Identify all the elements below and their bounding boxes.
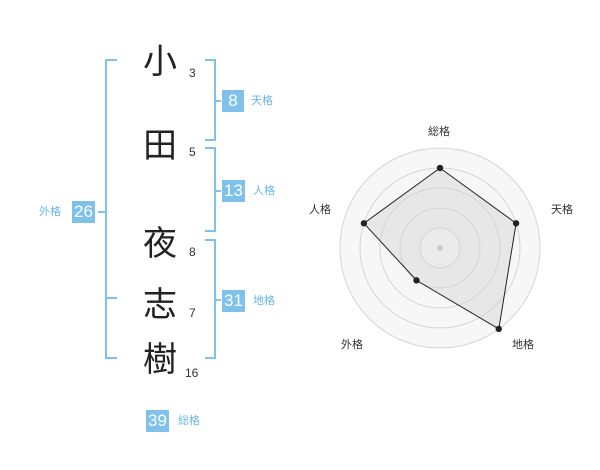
soukaku-label: 総格 bbox=[178, 414, 200, 427]
radar-point-1 bbox=[436, 164, 444, 172]
radar-point-5 bbox=[360, 220, 368, 227]
chikaku-label: 地格 bbox=[253, 294, 275, 307]
radar-point-2 bbox=[512, 220, 520, 227]
tenkaku-value: 8 bbox=[222, 90, 244, 112]
radar-axis-label-tenkaku: 天格 bbox=[551, 203, 573, 216]
stroke-count-4: 7 bbox=[189, 306, 196, 320]
name-char-5: 樹 bbox=[143, 340, 177, 380]
radar-axis-label-jinkaku: 人格 bbox=[309, 203, 331, 216]
radar-point-4 bbox=[413, 277, 420, 284]
stroke-count-5: 16 bbox=[185, 366, 199, 380]
name-char-3: 夜 bbox=[143, 224, 177, 264]
jinkaku-value: 13 bbox=[222, 180, 245, 202]
radar-center-dot bbox=[437, 245, 443, 251]
gaikaku-value: 26 bbox=[72, 201, 95, 223]
radar-point-3 bbox=[495, 325, 502, 333]
gaikaku-bracket bbox=[105, 59, 117, 359]
stroke-count-3: 8 bbox=[189, 245, 196, 259]
radar-axis-label-gaikaku: 外格 bbox=[341, 338, 363, 351]
name-char-2: 田 bbox=[143, 126, 177, 166]
name-char-4: 志 bbox=[143, 285, 177, 325]
jinkaku-bracket bbox=[205, 147, 216, 232]
tenkaku-label: 天格 bbox=[251, 94, 273, 107]
chikaku-value: 31 bbox=[222, 290, 245, 312]
soukaku-value: 39 bbox=[146, 410, 169, 432]
radar-axis-label-soukaku: 総格 bbox=[428, 125, 450, 138]
stroke-count-2: 5 bbox=[189, 145, 196, 159]
name-char-1: 小 bbox=[143, 42, 177, 82]
gaikaku-label: 外格 bbox=[39, 205, 61, 218]
jinkaku-label: 人格 bbox=[253, 184, 275, 197]
stroke-count-1: 3 bbox=[189, 66, 196, 80]
radar-axis-label-chikaku: 地格 bbox=[512, 338, 534, 351]
radar-data-polygon bbox=[363, 167, 517, 330]
